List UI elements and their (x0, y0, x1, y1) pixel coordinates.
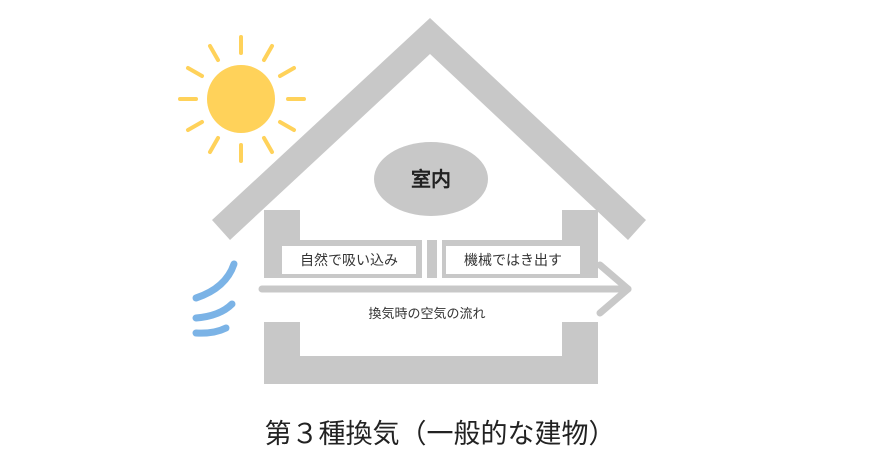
wind-icon (192, 260, 238, 337)
airflow-arrow-icon (258, 261, 632, 317)
wind-stroke-2 (192, 300, 236, 322)
exhaust-label: 機械ではき出す (464, 253, 562, 269)
exhaust-box (446, 246, 580, 274)
sun-rays (178, 35, 306, 163)
sun-icon (178, 35, 306, 163)
wind-stroke-1 (192, 260, 238, 302)
partition-divider (427, 240, 437, 278)
wind-stroke-3 (192, 324, 230, 337)
room-label: 室内 (411, 167, 451, 191)
intake-box (282, 246, 416, 274)
floor (264, 356, 598, 384)
sun-disc (207, 65, 275, 133)
room-ellipse (374, 142, 488, 216)
diagram-caption: 第３種換気（一般的な建物） (265, 419, 616, 450)
room-node: 室内 (374, 142, 488, 216)
airflow-label: 換気時の空気の流れ (368, 306, 485, 322)
intake-label: 自然で吸い込み (300, 252, 398, 269)
airflow-arrow-head (596, 261, 632, 317)
